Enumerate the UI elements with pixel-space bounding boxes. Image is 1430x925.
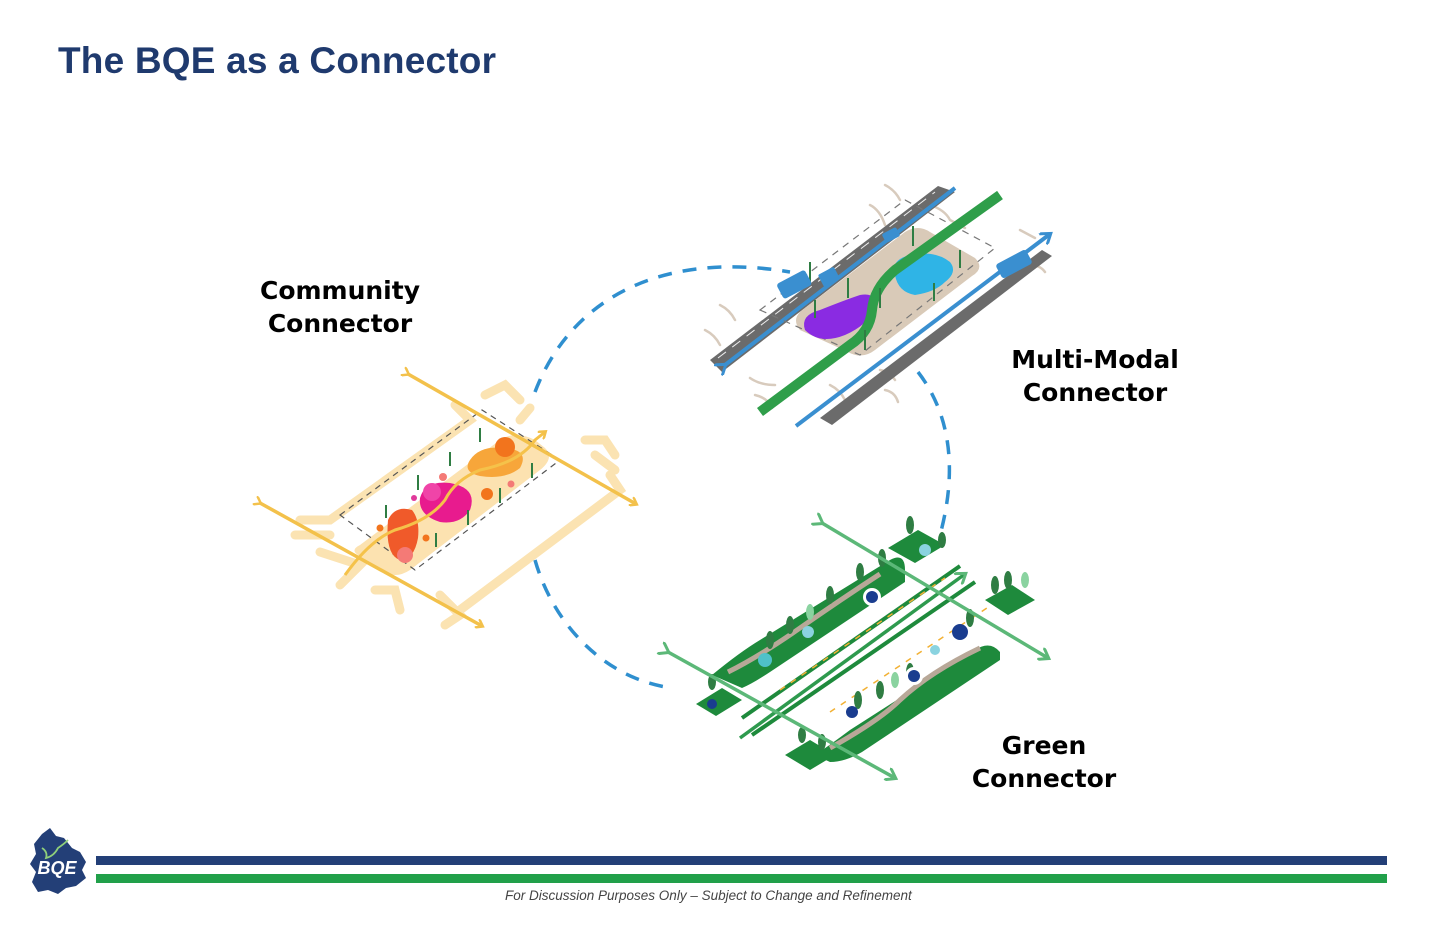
page-title: The BQE as a Connector <box>58 40 497 81</box>
car-icon <box>882 227 900 243</box>
community-connector-label: Community Connector <box>240 274 440 340</box>
arc-green-to-community <box>533 559 673 690</box>
truck-icon <box>818 267 840 287</box>
community-label-line1: Community <box>259 276 421 305</box>
green-illustration <box>668 516 1048 778</box>
community-label-line2: Connector <box>267 309 413 338</box>
multimodal-label-line2: Connector <box>1022 378 1168 407</box>
logo-text: BQE <box>37 858 77 878</box>
bus-icon <box>777 270 812 299</box>
multimodal-label-line1: Multi-Modal <box>1011 345 1179 374</box>
footer-rule-blue <box>96 856 1387 865</box>
footer-disclaimer: For Discussion Purposes Only – Subject t… <box>505 888 912 903</box>
green-label-line1: Green <box>1001 731 1087 760</box>
multimodal-connector-label: Multi-Modal Connector <box>990 343 1200 409</box>
multimodal-illustration <box>703 183 1052 428</box>
community-illustration <box>260 374 636 630</box>
bqe-logo: BQE <box>30 828 86 894</box>
green-label-line2: Connector <box>971 764 1117 793</box>
bus-icon <box>996 250 1032 278</box>
arc-community-to-multimodal <box>533 265 791 393</box>
arc-multimodal-to-green <box>916 370 952 536</box>
footer-rule-green <box>96 874 1387 883</box>
green-connector-label: Green Connector <box>948 729 1140 795</box>
